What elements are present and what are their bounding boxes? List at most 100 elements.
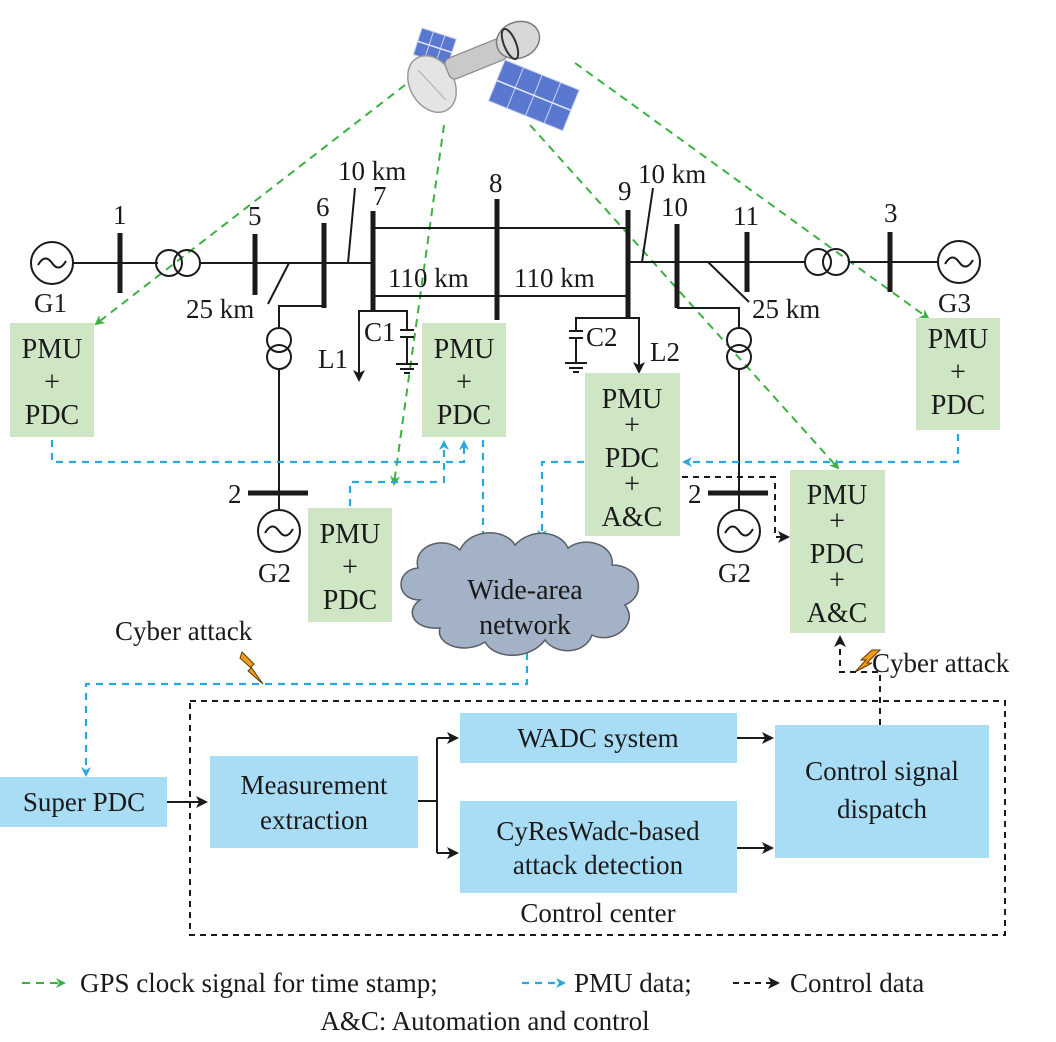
svg-text:WADC system: WADC system	[517, 723, 678, 753]
svg-text:+: +	[829, 565, 845, 596]
svg-text:+: +	[829, 506, 845, 537]
label-l1: L1	[318, 344, 348, 374]
svg-text:PMU: PMU	[434, 334, 495, 365]
label-bus-7: 7	[373, 181, 387, 211]
pmu-pdc-ac-box-right: PMU + PDC + A&C	[790, 470, 885, 633]
transformer-left-icon	[155, 249, 201, 277]
label-bus-10: 10	[661, 192, 688, 222]
label-c1: C1	[364, 317, 396, 347]
control-signal-dispatch-box: Control signal dispatch	[775, 725, 989, 858]
pmu-pdc-ac-box-l2: PMU + PDC + A&C	[585, 373, 680, 536]
wide-area-network-cloud-icon: Wide-area network	[400, 532, 640, 656]
pmu-data-g1-to-bus8	[50, 440, 469, 464]
svg-text:+: +	[624, 410, 640, 441]
svg-text:CyResWadc-based: CyResWadc-based	[496, 816, 700, 846]
gps-signal-to-pmu-g1	[94, 84, 406, 326]
svg-text:+: +	[624, 469, 640, 500]
svg-text:A&C: A&C	[602, 502, 663, 533]
control-data-dispatch-to-right	[834, 635, 881, 725]
cyber-attack-label-left: Cyber attack	[115, 616, 253, 646]
label-bus-5: 5	[248, 201, 262, 231]
svg-text:PDC: PDC	[605, 443, 659, 474]
svg-text:Measurement: Measurement	[241, 770, 388, 800]
svg-text:dispatch: dispatch	[837, 794, 927, 824]
svg-text:PMU: PMU	[320, 519, 381, 550]
wadc-system-box: WADC system	[460, 713, 737, 763]
svg-text:PDC: PDC	[25, 400, 79, 431]
svg-text:PMU: PMU	[807, 480, 868, 511]
generator-g2-right-icon	[717, 509, 761, 553]
label-25km-left: 25 km	[186, 294, 254, 324]
svg-text:A&C: A&C	[807, 598, 868, 629]
svg-text:PDC: PDC	[810, 539, 864, 570]
pmu-data-l2-to-network	[537, 460, 584, 540]
cyber-attack-label-right: Cyber attack	[872, 648, 1010, 678]
pmu-pdc-box-bus8: PMU + PDC	[422, 323, 506, 437]
label-bus-9: 9	[618, 176, 632, 206]
pmu-pdc-box-g3: PMU + PDC	[916, 318, 1000, 430]
pmu-data-g3-to-l2	[682, 434, 960, 467]
measurement-extraction-box: Measurement extraction	[210, 756, 418, 848]
svg-text:+: +	[44, 367, 60, 398]
capacitor-c2-icon	[565, 330, 587, 373]
generator-g3-icon	[937, 240, 981, 284]
svg-text:PDC: PDC	[437, 400, 491, 431]
label-bus-3: 3	[884, 198, 898, 228]
satellite-icon	[407, 20, 580, 132]
pmu-pdc-box-g2: PMU + PDC	[308, 508, 392, 622]
label-bus-2-left: 2	[228, 479, 242, 509]
generator-g2-left-icon	[257, 509, 301, 553]
label-g3: G3	[938, 288, 971, 318]
pmu-pdc-box-g1: PMU + PDC	[10, 323, 94, 437]
svg-text:PMU: PMU	[22, 334, 83, 365]
legend-pmu-text: PMU data;	[574, 968, 692, 998]
label-g2-left: G2	[258, 558, 291, 588]
gps-signal-to-pmu-ac-right	[529, 124, 840, 470]
lightning-left-icon	[239, 651, 264, 685]
transformer-right-icon	[804, 248, 850, 276]
label-bus-6: 6	[316, 192, 330, 222]
label-l2: L2	[650, 337, 680, 367]
svg-text:extraction: extraction	[260, 805, 368, 835]
svg-text:PDC: PDC	[323, 585, 377, 616]
pmu-data-g2-to-bus8	[348, 440, 449, 506]
svg-text:+: +	[950, 357, 966, 388]
gps-signal-to-pmu-g3	[574, 62, 930, 320]
label-10km-left: 10 km	[338, 156, 406, 186]
capacitor-c1-icon	[396, 329, 418, 374]
svg-text:PDC: PDC	[931, 390, 985, 421]
label-25km-right: 25 km	[752, 294, 820, 324]
label-10km-right: 10 km	[638, 159, 706, 189]
control-center-title: Control center	[520, 898, 675, 928]
control-center-frame	[189, 700, 1006, 936]
legend-note: A&C: Automation and control	[320, 1006, 649, 1036]
svg-text:+: +	[342, 552, 358, 583]
attack-detection-box: CyResWadc-based attack detection	[460, 801, 737, 893]
svg-text:attack detection: attack detection	[513, 850, 684, 880]
legend-control-text: Control data	[790, 968, 924, 998]
transformer-g2-left-icon	[266, 327, 292, 370]
label-110km-a: 110 km	[388, 263, 469, 293]
legend: GPS clock signal for time stamp; PMU dat…	[22, 968, 924, 1036]
pmu-data-network-to-super-pdc	[81, 640, 529, 777]
label-110km-b: 110 km	[514, 263, 595, 293]
lightning-right-icon	[854, 649, 882, 673]
svg-text:+: +	[456, 367, 472, 398]
label-c2: C2	[586, 322, 618, 352]
label-bus-2-right: 2	[688, 479, 702, 509]
label-bus-8: 8	[489, 168, 503, 198]
label-g2-right: G2	[718, 558, 751, 588]
gps-signal-to-pmu-g2	[390, 124, 445, 486]
svg-text:Super PDC: Super PDC	[23, 787, 145, 817]
svg-text:PMU: PMU	[602, 384, 663, 415]
network-label-line1: Wide-area	[467, 575, 583, 606]
transformer-g2-right-icon	[726, 327, 752, 370]
svg-text:Control signal: Control signal	[805, 756, 959, 786]
label-g1: G1	[34, 288, 67, 318]
label-bus-1: 1	[113, 200, 127, 230]
legend-gps-text: GPS clock signal for time stamp;	[80, 968, 438, 998]
label-bus-11: 11	[733, 201, 759, 231]
control-data-l2-to-right	[682, 476, 790, 543]
super-pdc-box: Super PDC	[0, 777, 167, 827]
